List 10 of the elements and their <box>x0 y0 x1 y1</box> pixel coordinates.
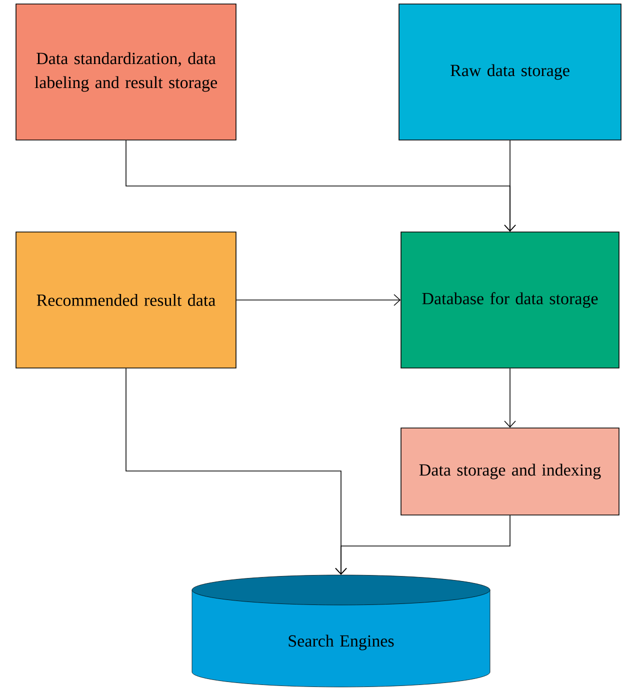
arrow <box>504 140 516 232</box>
process-box: Data standardization, data labeling and result storage <box>16 4 236 140</box>
process-box: Raw data storage <box>398 4 622 140</box>
process-box: Data storage and indexing <box>400 428 620 516</box>
arrow <box>236 294 401 306</box>
process-box: Recommended result data <box>16 232 236 368</box>
database-cylinder: Search Engines <box>192 574 490 688</box>
arrow <box>504 368 516 428</box>
arrow <box>335 515 510 575</box>
process-box: Database for data storage <box>400 232 620 368</box>
